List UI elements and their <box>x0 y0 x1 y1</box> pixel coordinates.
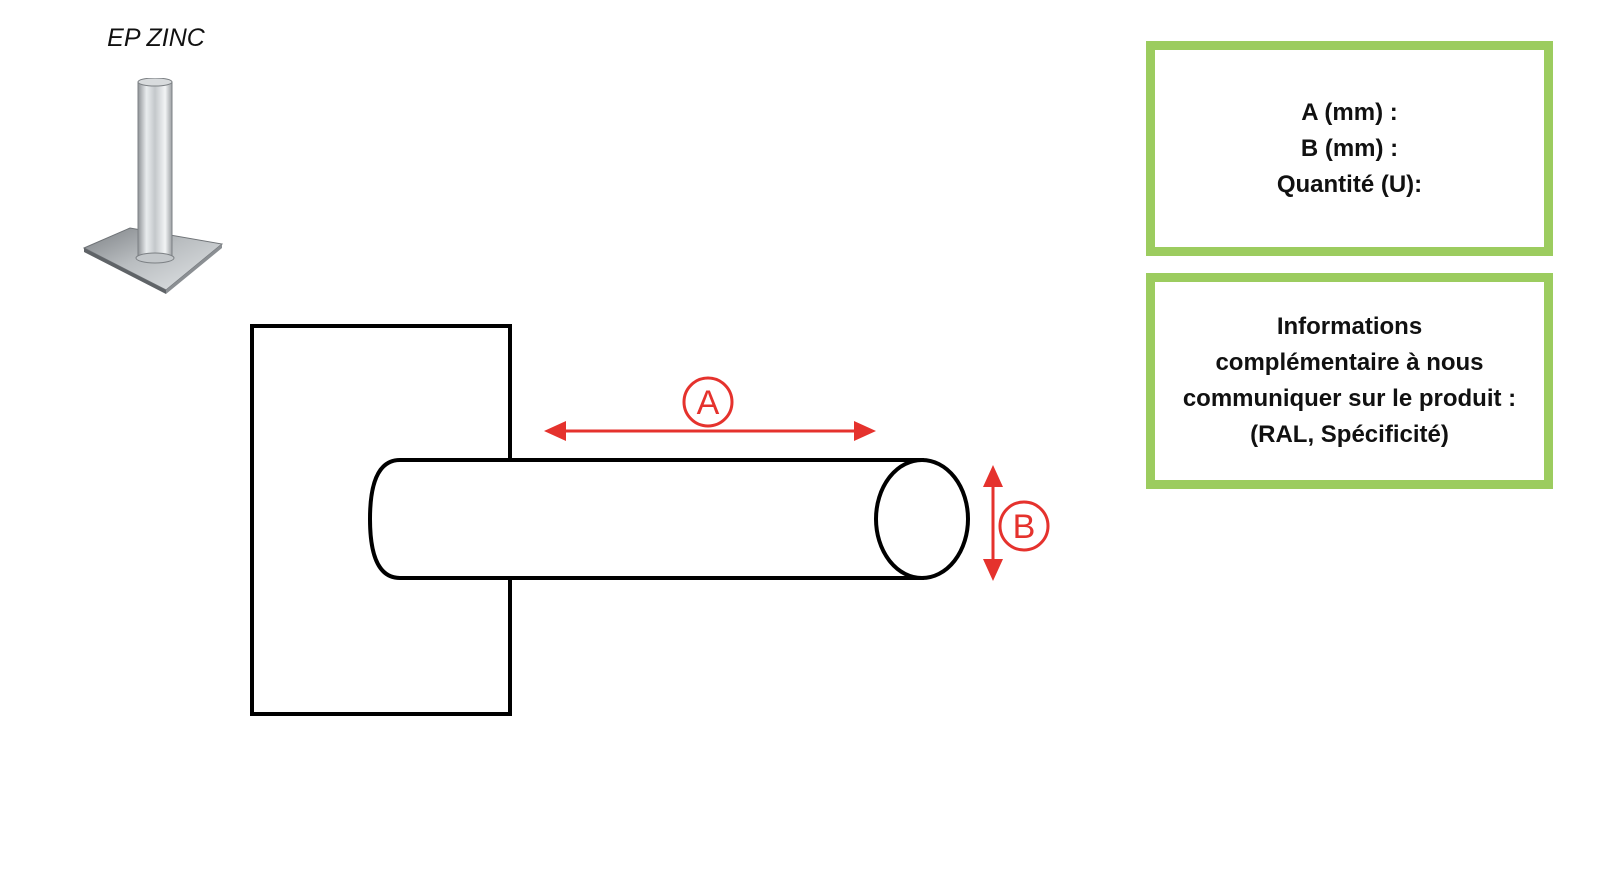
info-line-2: complémentaire à nous <box>1215 349 1484 376</box>
dimension-b-marker <box>998 500 1050 552</box>
tube <box>137 81 173 259</box>
quantity-field-label: Quantité (U): <box>1276 170 1423 198</box>
product-title: EP ZINC <box>107 24 205 52</box>
dimension-a-field-label: A (mm) : <box>1301 98 1398 126</box>
dimension-b-arrow-top <box>983 465 1003 487</box>
dimension-b-arrow-bottom <box>983 559 1003 581</box>
dimension-a-label: A <box>697 384 720 422</box>
additional-info-box: Informations complémentaire à nous commu… <box>1146 273 1553 489</box>
info-line-3: communiquer sur le produit : <box>1182 385 1517 412</box>
base-plate-outline <box>250 324 512 716</box>
product-photo <box>82 78 224 294</box>
dimension-a-arrow-left <box>544 421 566 441</box>
technical-diagram: A B <box>250 324 1050 716</box>
dimension-b-field-label: B (mm) : <box>1300 134 1399 162</box>
dimension-form-box: A (mm) : B (mm) : Quantité (U): <box>1146 41 1553 256</box>
dimension-b-label: B <box>1013 508 1036 546</box>
info-line-4: (RAL, Spécificité) <box>1250 421 1449 448</box>
tube-body <box>367 458 924 580</box>
info-line-1: Informations <box>1276 313 1423 340</box>
dimension-a-arrow-right <box>854 421 876 441</box>
tube-end <box>874 458 970 580</box>
dimension-a-marker <box>682 376 734 428</box>
